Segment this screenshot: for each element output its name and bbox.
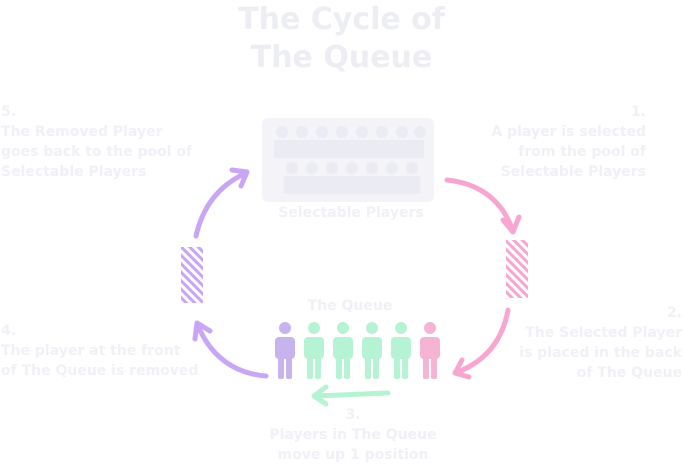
arrow-3-move-up (313, 390, 391, 399)
diagram-title-line-1: The Cycle of (238, 2, 445, 37)
removed-player-icon (181, 247, 203, 303)
step-5-number: 5. (1, 104, 17, 120)
step-3-number: 3. (345, 407, 361, 423)
arrow-2-enqueue (455, 307, 511, 375)
arrow-5-head (229, 167, 250, 189)
step-1-text: 1. A player is selected from the pool of… (491, 102, 646, 182)
queue-player-2 (304, 322, 324, 379)
diagram-title-line-2: The Queue (250, 40, 433, 75)
step-5-line-2: goes back to the pool of (1, 144, 193, 160)
queue-player-5 (391, 322, 411, 379)
queue-player-4 (362, 322, 382, 379)
step-3-line-2: move up 1 position (277, 447, 429, 463)
step-5-line-1: The Removed Player (1, 124, 163, 140)
step-4-text: 4. The player at the front of The Queue … (1, 321, 198, 381)
step-2-line-3: of The Queue (576, 365, 682, 381)
step-1-line-2: from the pool of (518, 144, 646, 160)
step-2-number: 2. (666, 305, 682, 321)
step-2-line-2: is placed in the back (519, 345, 682, 361)
arrow-1-head (500, 214, 522, 235)
step-4-line-2: of The Queue is removed (1, 363, 199, 379)
arrow-2-head (452, 357, 472, 380)
step-5-line-3: Selectable Players (1, 164, 147, 180)
arrow-1-select (444, 177, 515, 231)
step-3-text: 3. Players in The Queue move up 1 positi… (243, 405, 463, 465)
queue-players (275, 322, 440, 379)
arrow-4-dequeue (195, 323, 269, 379)
step-3-line-1: Players in The Queue (269, 427, 437, 443)
selectable-players-label: Selectable Players (278, 205, 424, 221)
step-1-line-3: Selectable Players (500, 164, 646, 180)
step-1-line-1: A player is selected (491, 124, 646, 140)
step-4-number: 4. (1, 323, 17, 339)
selected-player-icon (506, 240, 528, 298)
arrow-4-head (192, 320, 213, 342)
arrow-3-head (311, 384, 329, 407)
step-4-line-1: The player at the front (1, 343, 181, 359)
arrow-5-return (193, 171, 247, 239)
queue-player-6 (420, 322, 440, 379)
step-2-text: 2. The Selected Player is placed in the … (519, 303, 682, 383)
queue-label: The Queue (307, 298, 393, 314)
step-1-number: 1. (630, 104, 646, 120)
queue-player-3 (333, 322, 353, 379)
step-5-text: 5. The Removed Player goes back to the p… (1, 102, 192, 182)
step-2-line-1: The Selected Player (525, 325, 682, 341)
queue-player-1 (275, 322, 295, 379)
selectable-players-pool (262, 118, 434, 202)
